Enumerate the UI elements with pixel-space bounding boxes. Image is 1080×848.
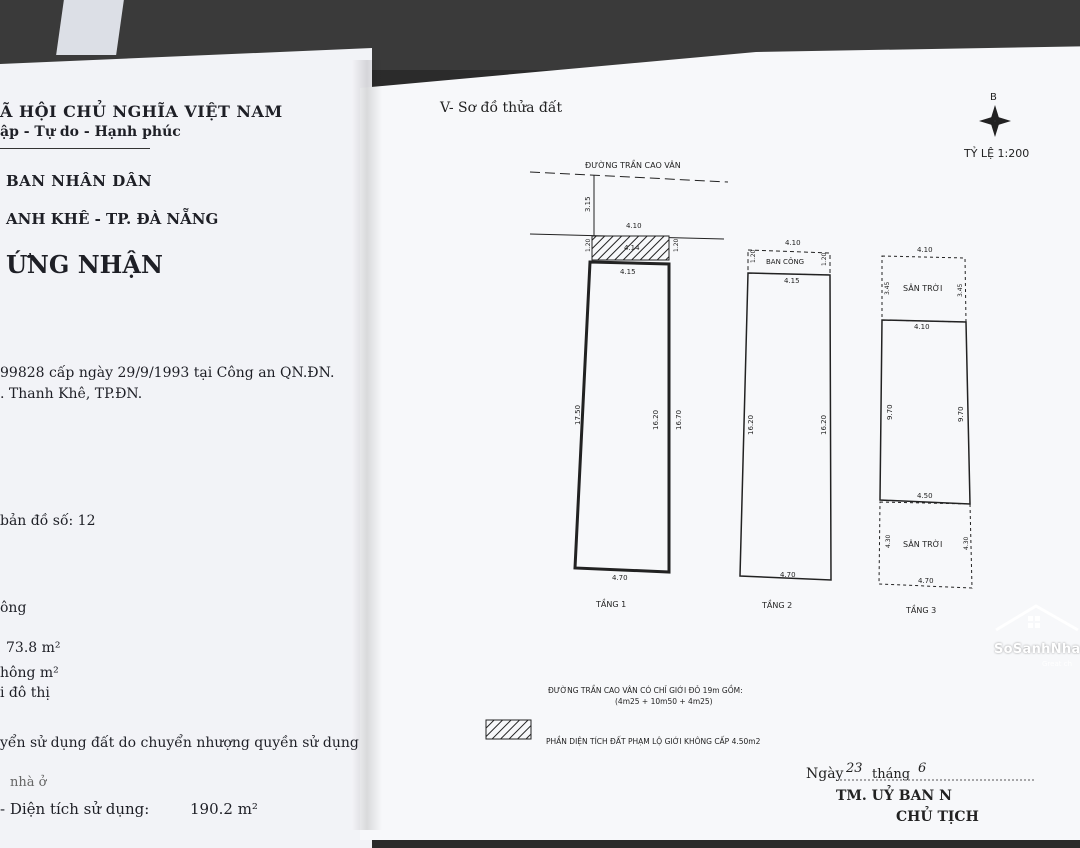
encroached-area [591, 235, 670, 261]
dim-120-f2-left: 1.20 [750, 249, 757, 263]
house-logo-icon [995, 604, 1079, 632]
left-page [0, 48, 372, 848]
street-line [529, 171, 729, 183]
dim-345-right: 3.45 [957, 283, 964, 297]
house-line: nhà ở [10, 775, 47, 790]
north-label: B [990, 92, 997, 103]
dim-315: 3.15 [584, 196, 592, 212]
floor2-label: TẦNG 2 [761, 598, 792, 610]
dim-414: 4.14 [624, 244, 640, 252]
street-note-line2: (4m25 + 10m50 + 4m25) [615, 697, 713, 706]
land-type: i đô thị [0, 685, 50, 701]
floor3-label: TẦNG 3 [905, 603, 936, 615]
usable-area-value: 190.2 m² [190, 800, 258, 818]
dim-1670: 16.70 [675, 410, 683, 430]
dim-415-f1: 4.15 [620, 268, 636, 276]
dim-345-left: 3.45 [884, 281, 891, 295]
date-day: 23 [845, 761, 863, 776]
district-title: ANH KHÊ - TP. ĐÀ NẴNG [6, 210, 219, 228]
date-ngay: Ngày [806, 765, 844, 782]
header-rule [0, 148, 150, 149]
signer-title: CHỦ TỊCH [896, 805, 979, 824]
plan-title: V- Sơ đồ thửa đất [439, 99, 562, 116]
dim-1620-f2-left: 16.20 [747, 415, 755, 435]
dim-450: 4.50 [917, 492, 933, 500]
dim-470-f1: 4.70 [612, 574, 628, 582]
dim-470-f3: 4.70 [918, 577, 934, 585]
dim-970-right: 9.70 [957, 406, 965, 422]
header-motto: ập - Tự do - Hạnh phúc [0, 124, 181, 140]
dim-410-f3-inner: 4.10 [914, 323, 930, 331]
legend-text: PHẦN DIỆN TÍCH ĐẤT PHẠM LỘ GIỚI KHÔNG CẤ… [546, 736, 761, 746]
floor1-label: TẦNG 1 [595, 597, 626, 609]
usable-area-label: - Diện tích sử dụng: [0, 800, 150, 818]
dim-120-left: 1.20 [585, 238, 592, 252]
right-page [360, 46, 1080, 840]
watermark-sub: Great ch [1042, 660, 1072, 668]
floor1-outline [573, 260, 671, 574]
committee-title: BAN NHÂN DÂN [6, 172, 153, 190]
dim-415-f2: 4.15 [784, 277, 800, 285]
north-arrow-icon [979, 105, 1011, 137]
land-plan-diagram: V- Sơ đồ thửa đất B TỶ LỆ 1:200 ĐƯỜNG TR… [439, 92, 1035, 824]
purpose-line: ông [0, 600, 27, 616]
dim-120-f2-right: 1.20 [821, 252, 828, 266]
terrace-top-label: SÂN TRỜI [903, 282, 942, 293]
header-country: ã hội chủ nghĩa việt nam [0, 102, 283, 121]
origin-line: yển sử dụng đất do chuyển nhượng quyền s… [0, 735, 391, 751]
id-line: 99828 cấp ngày 29/9/1993 tại Công an QN.… [0, 365, 335, 381]
watermark: SoSanhNha Great ch [992, 600, 1080, 670]
dim-1620-f1: 16.20 [652, 410, 660, 430]
terrace-top-outline [881, 255, 967, 323]
signer-org: TM. UỶ BAN N [836, 784, 952, 804]
floor2-outline [739, 272, 832, 581]
certificate-title: ỨNG NHẬN [6, 250, 163, 279]
dim-120-right: 1.20 [673, 238, 680, 252]
date-month: 6 [918, 761, 926, 776]
dim-410-f2: 4.10 [785, 239, 801, 247]
page-fold [352, 60, 382, 830]
dim-430-left: 4.30 [885, 534, 892, 548]
dim-970-left: 9.70 [886, 404, 894, 420]
balcony-label: BAN CÔNG [766, 257, 804, 266]
terrace-bottom-label: SÂN TRỜI [903, 538, 942, 549]
street-note-line1: ĐƯỜNG TRẦN CAO VÂN CÓ CHỈ GIỚI ĐỎ 19m GỒ… [548, 685, 743, 695]
terrace-bottom-outline [878, 501, 973, 589]
dim-1750: 17.50 [574, 405, 582, 425]
date-thang: tháng [872, 767, 910, 782]
dim-470-f2: 4.70 [780, 571, 796, 579]
scale-label: TỶ LỆ 1:200 [963, 146, 1029, 160]
dim-410-f1: 4.10 [626, 222, 642, 230]
map-sheet: bản đồ số: 12 [0, 513, 96, 529]
dim-430-right: 4.30 [963, 536, 970, 550]
dim-410-f3: 4.10 [917, 246, 933, 254]
address-line: . Thanh Khê, TP.ĐN. [0, 386, 143, 402]
shared-area: hông m² [0, 665, 59, 681]
legend-swatch [485, 719, 532, 740]
area-value: 73.8 m² [6, 640, 61, 656]
street-label: ĐƯỜNG TRẦN CAO VÂN [585, 158, 681, 170]
dim-1620-f2-right: 16.20 [820, 415, 828, 435]
watermark-brand: SoSanhNha [994, 642, 1080, 657]
